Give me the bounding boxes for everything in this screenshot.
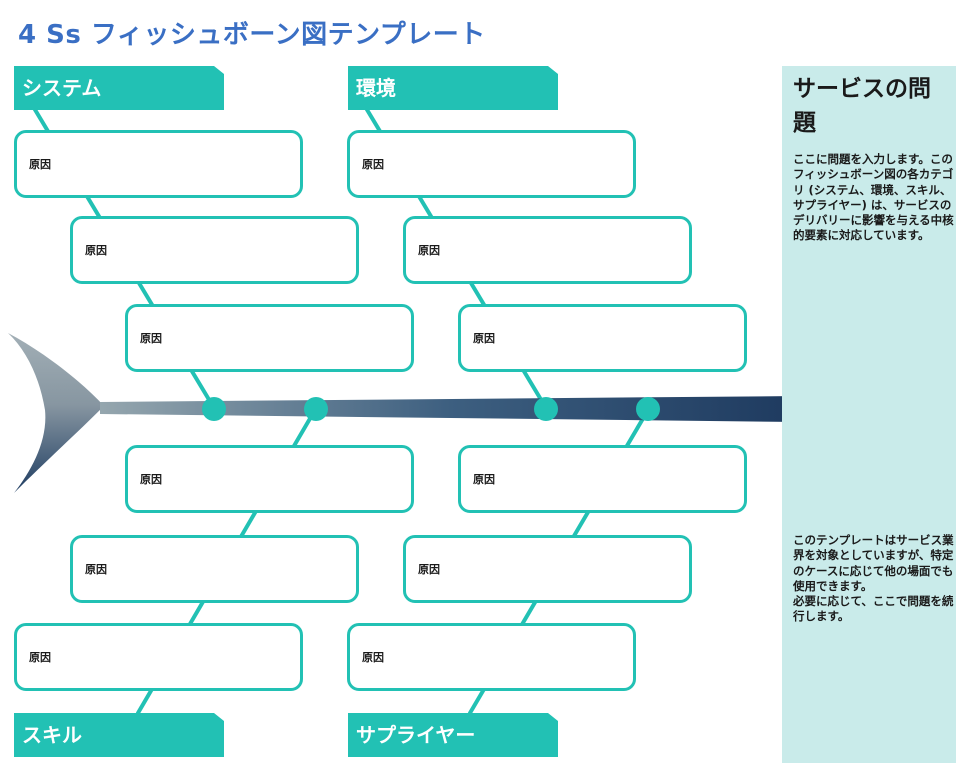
category-label: スキル: [22, 723, 82, 747]
category-tab-system[interactable]: システム: [14, 66, 224, 110]
cause-label: 原因: [362, 651, 384, 664]
problem-panel: [782, 66, 956, 763]
cause-box[interactable]: 原因: [125, 304, 414, 372]
problem-description[interactable]: ここに問題を入力します。このフィッシュボーン図の各カテゴリ (システム、環境、ス…: [793, 152, 954, 243]
category-label: 環境: [356, 76, 396, 100]
cause-box[interactable]: 原因: [458, 445, 747, 513]
problem-note[interactable]: このテンプレートはサービス業界を対象としていますが、特定のケースに応じて他の場面…: [793, 533, 954, 624]
cause-box[interactable]: 原因: [403, 216, 692, 284]
joint-dot: [202, 397, 226, 421]
problem-title[interactable]: サービスの問題: [793, 76, 931, 136]
cause-box[interactable]: 原因: [14, 130, 303, 198]
cause-label: 原因: [473, 473, 495, 486]
joint-dot: [636, 397, 660, 421]
cause-box[interactable]: 原因: [14, 623, 303, 691]
cause-label: 原因: [29, 651, 51, 664]
category-label: サプライヤー: [356, 723, 476, 747]
cause-label: 原因: [140, 332, 162, 345]
cause-label: 原因: [473, 332, 495, 345]
cause-box[interactable]: 原因: [70, 535, 359, 603]
cause-label: 原因: [418, 563, 440, 576]
category-tab-skill[interactable]: スキル: [14, 713, 224, 757]
cause-label: 原因: [85, 244, 107, 257]
category-label: システム: [22, 76, 102, 100]
joint-dot: [534, 397, 558, 421]
joint-dots: [202, 397, 660, 421]
fish-spine: [100, 396, 800, 422]
cause-box[interactable]: 原因: [403, 535, 692, 603]
cause-box[interactable]: 原因: [125, 445, 414, 513]
fish-tail: [8, 333, 104, 493]
cause-label: 原因: [362, 158, 384, 171]
cause-label: 原因: [140, 473, 162, 486]
joint-dot: [304, 397, 328, 421]
cause-box[interactable]: 原因: [458, 304, 747, 372]
cause-label: 原因: [85, 563, 107, 576]
cause-label: 原因: [418, 244, 440, 257]
category-tab-environment[interactable]: 環境: [348, 66, 558, 110]
cause-box[interactable]: 原因: [347, 623, 636, 691]
cause-label: 原因: [29, 158, 51, 171]
category-tab-supplier[interactable]: サプライヤー: [348, 713, 558, 757]
cause-box[interactable]: 原因: [70, 216, 359, 284]
page-title: 4 Ss フィッシュボーン図テンプレート: [18, 20, 486, 50]
cause-box[interactable]: 原因: [347, 130, 636, 198]
